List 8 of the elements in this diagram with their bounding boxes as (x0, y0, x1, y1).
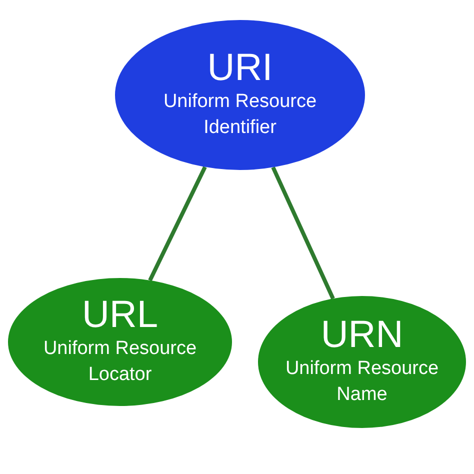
node-subtitle: Uniform Resource Identifier (162, 90, 318, 140)
connector-line (271, 166, 335, 300)
node-title: URL (82, 296, 158, 336)
connector-line (148, 166, 207, 282)
node-title: URI (207, 49, 273, 90)
node-subtitle: Uniform Resource Locator (42, 337, 198, 387)
node-subtitle: Uniform Resource Name (284, 357, 440, 407)
node-title: URN (320, 316, 404, 356)
